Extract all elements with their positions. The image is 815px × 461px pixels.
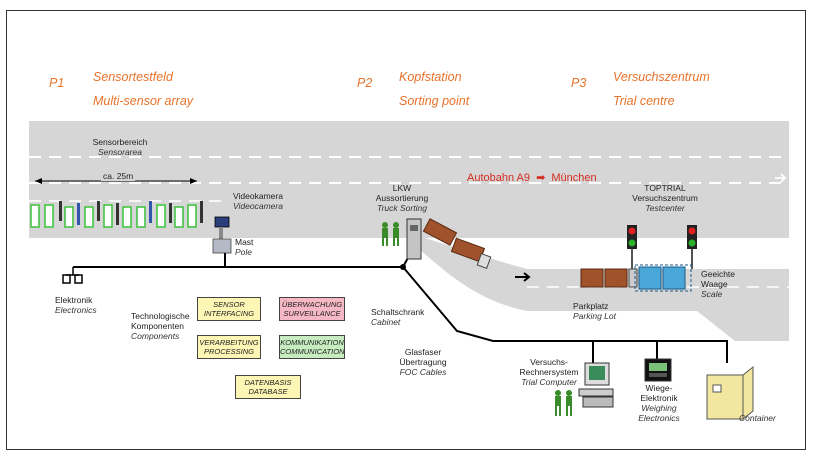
p1-subtitle: Multi-sensor array: [93, 94, 194, 108]
p1-title: Sensortestfeld: [93, 70, 173, 84]
electronics-icon: [62, 267, 83, 284]
traffic-light-icon: [627, 225, 697, 269]
videocamera-icon: [212, 216, 232, 254]
workers-sorting-icon: [382, 222, 399, 246]
autobahn-label: Autobahn A9 ➡ München: [467, 172, 597, 184]
workers-computer-icon: [555, 390, 572, 416]
p1-id: P1: [49, 76, 65, 90]
foc-cable-network: [73, 240, 728, 367]
p3-subtitle: Trial centre: [613, 94, 675, 108]
arrow-right-icon: ➡: [536, 172, 546, 184]
p3-title: Versuchszentrum: [613, 70, 710, 84]
weighing-electronics-icon: [644, 358, 672, 382]
sorting-truck-icon: [422, 218, 492, 269]
container-label: Container: [739, 413, 776, 423]
cabinet-icon: [406, 218, 422, 260]
trial-computer-icon: [578, 362, 614, 408]
p2-subtitle: Sorting point: [399, 94, 470, 108]
ramp-arrow: [515, 272, 531, 282]
truck-on-scale-icon: [580, 264, 692, 292]
p3-id: P3: [571, 76, 587, 90]
p2-title: Kopfstation: [399, 70, 462, 84]
ramp-island: [476, 238, 789, 255]
distance-label: ca. 25m: [101, 171, 136, 181]
container-icon: [706, 365, 754, 420]
diagram-graphics: [29, 121, 789, 420]
direction-arrow: [775, 173, 787, 183]
sensor-array: [30, 201, 203, 228]
diagram-frame: P1 Sensortestfeld Multi-sensor array P2 …: [6, 10, 806, 450]
p2-id: P2: [357, 76, 373, 90]
